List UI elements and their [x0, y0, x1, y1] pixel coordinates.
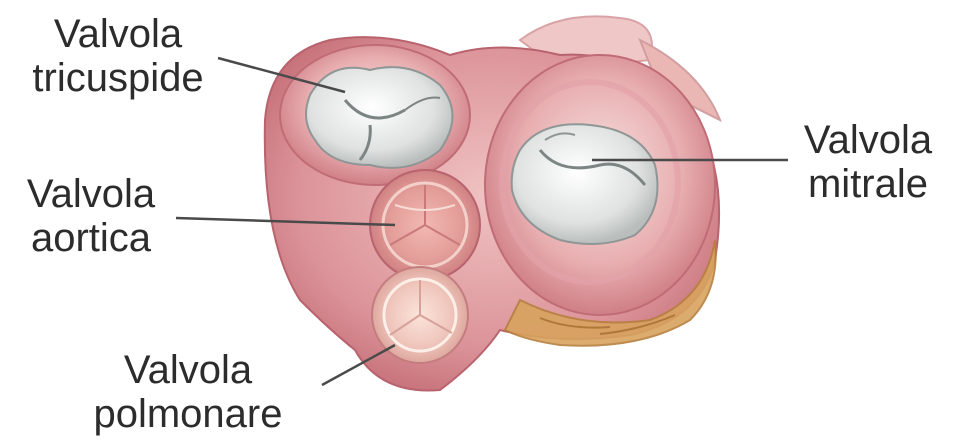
label-tricuspid-line2: tricuspide — [18, 56, 218, 100]
label-aortic-line1: Valvola — [6, 172, 176, 216]
label-tricuspid-line1: Valvola — [18, 12, 218, 56]
label-mitral-line2: mitrale — [788, 162, 948, 206]
label-mitral-line1: Valvola — [788, 118, 948, 162]
mitral-valve — [512, 124, 658, 244]
label-pulmonary-line2: polmonare — [68, 392, 308, 436]
label-aortic: Valvola aortica — [6, 172, 176, 260]
label-mitral: Valvola mitrale — [788, 118, 948, 206]
label-tricuspid: Valvola tricuspide — [18, 12, 218, 100]
label-pulmonary-line1: Valvola — [68, 348, 308, 392]
label-aortic-line2: aortica — [6, 216, 176, 260]
label-pulmonary: Valvola polmonare — [68, 348, 308, 436]
